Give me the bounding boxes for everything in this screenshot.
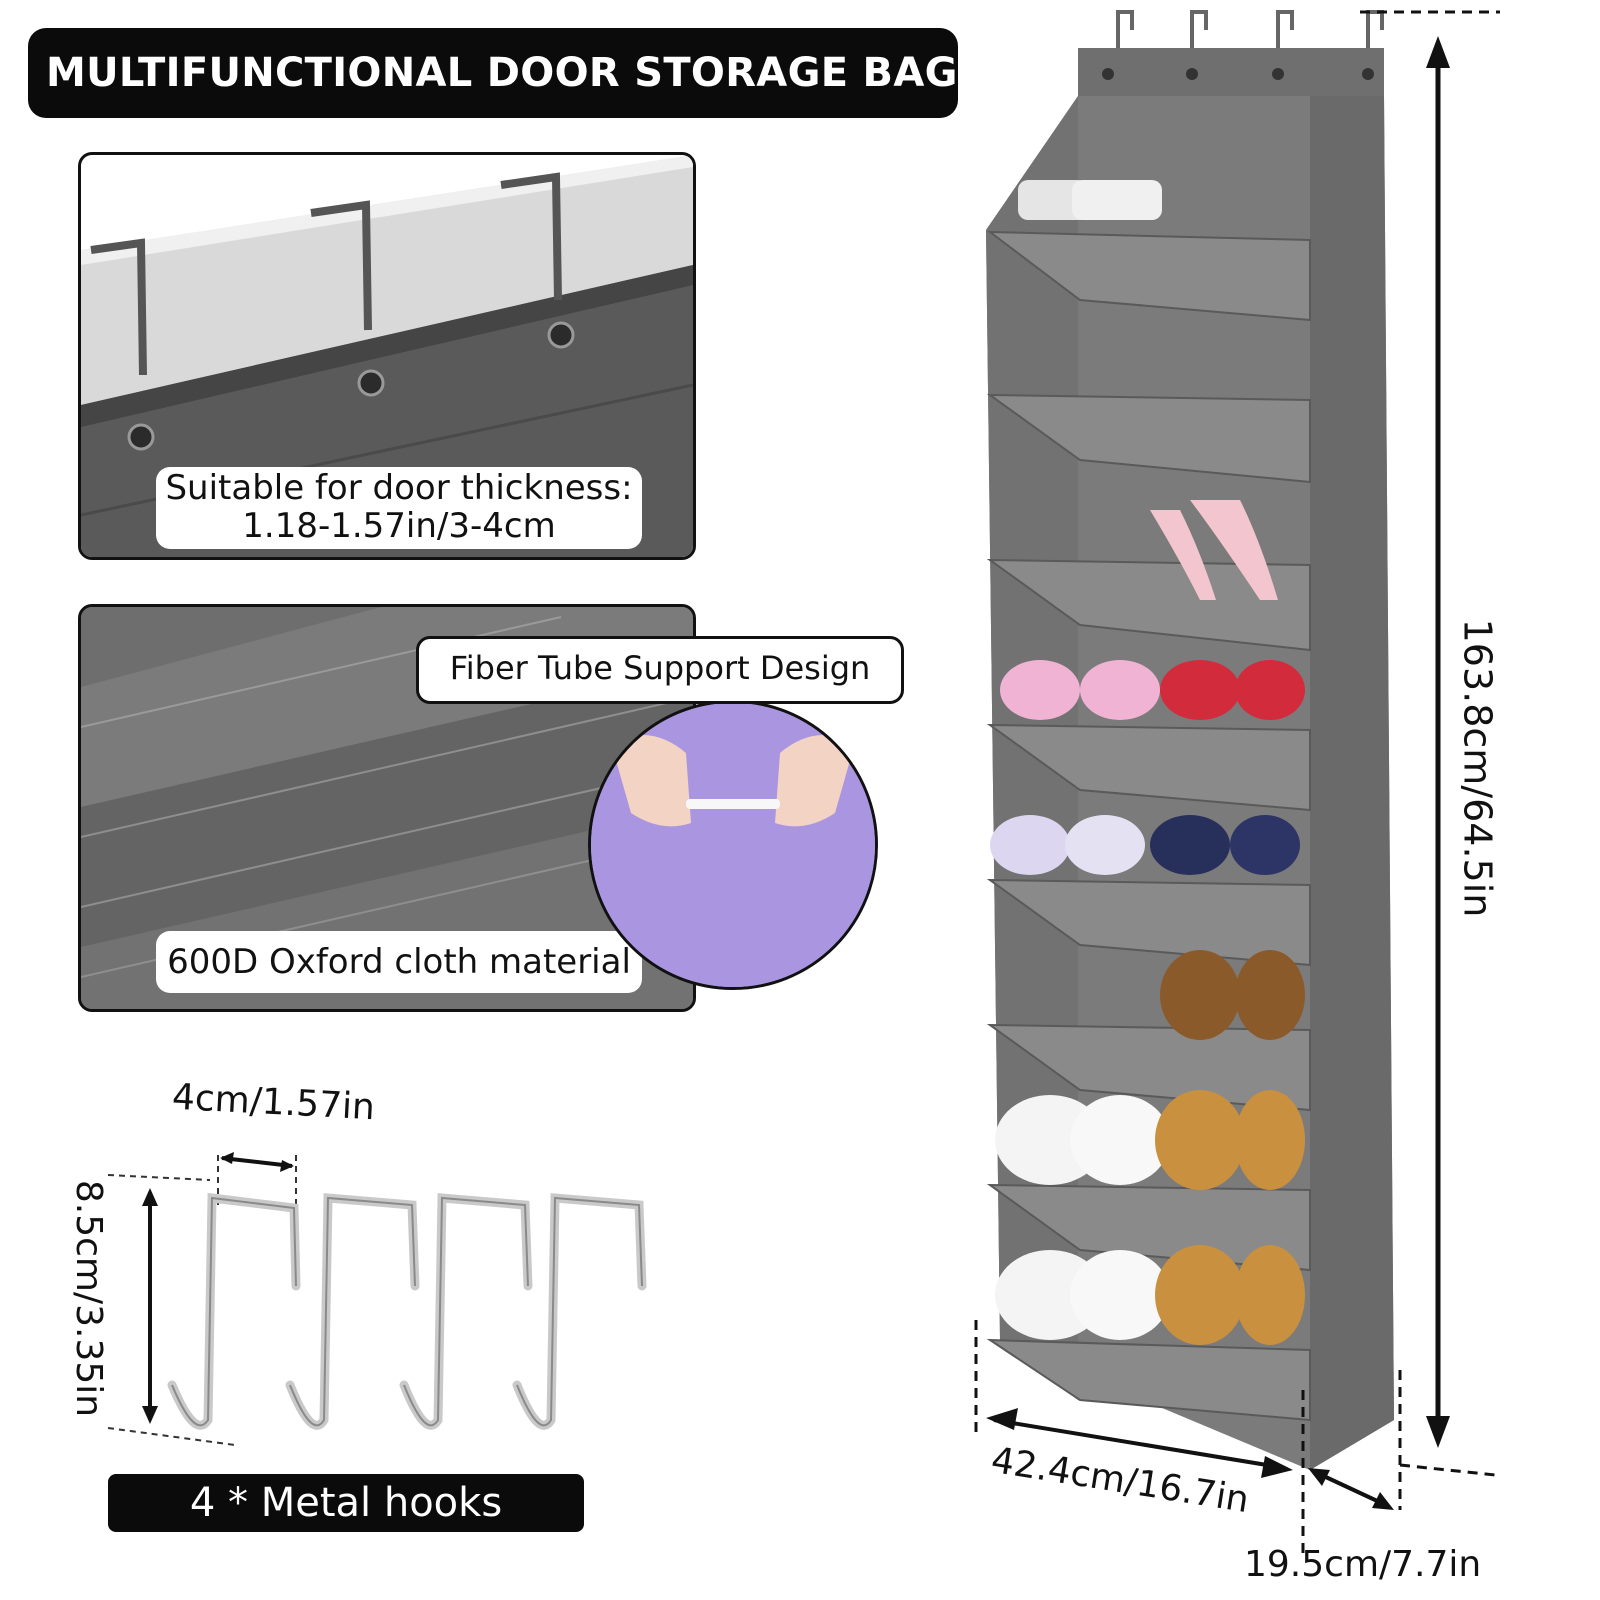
fiber-tube-callout: Fiber Tube Support Design [416,636,904,704]
oxford-cloth-caption: 600D Oxford cloth material [156,931,642,993]
door-thickness-caption-line2: 1.18-1.57in/3-4cm [242,506,556,546]
hands-stretching-tube-illustration [591,703,875,987]
metal-hooks-illustration [107,1152,647,1446]
organizer-height-dimension: 163.8cm/64.5in [1455,618,1500,918]
title-banner: MULTIFUNCTIONAL DOOR STORAGE BAG [28,28,958,118]
page-title: MULTIFUNCTIONAL DOOR STORAGE BAG [46,50,958,96]
shoe-organizer-illustration [974,10,1500,1560]
door-thickness-caption-line1: Suitable for door thickness: [165,468,633,508]
fiber-tube-closeup [588,700,878,990]
hook-height-dimension: 8.5cm/3.35in [68,1179,110,1418]
metal-hooks-label: 4 * Metal hooks [108,1474,584,1532]
door-thickness-caption: Suitable for door thickness: 1.18-1.57in… [156,467,642,549]
hook-width-dimension: 4cm/1.57in [171,1076,376,1129]
door-hook-detail-panel: Suitable for door thickness: 1.18-1.57in… [78,152,696,560]
organizer-depth-dimension: 19.5cm/7.7in [1244,1544,1482,1585]
